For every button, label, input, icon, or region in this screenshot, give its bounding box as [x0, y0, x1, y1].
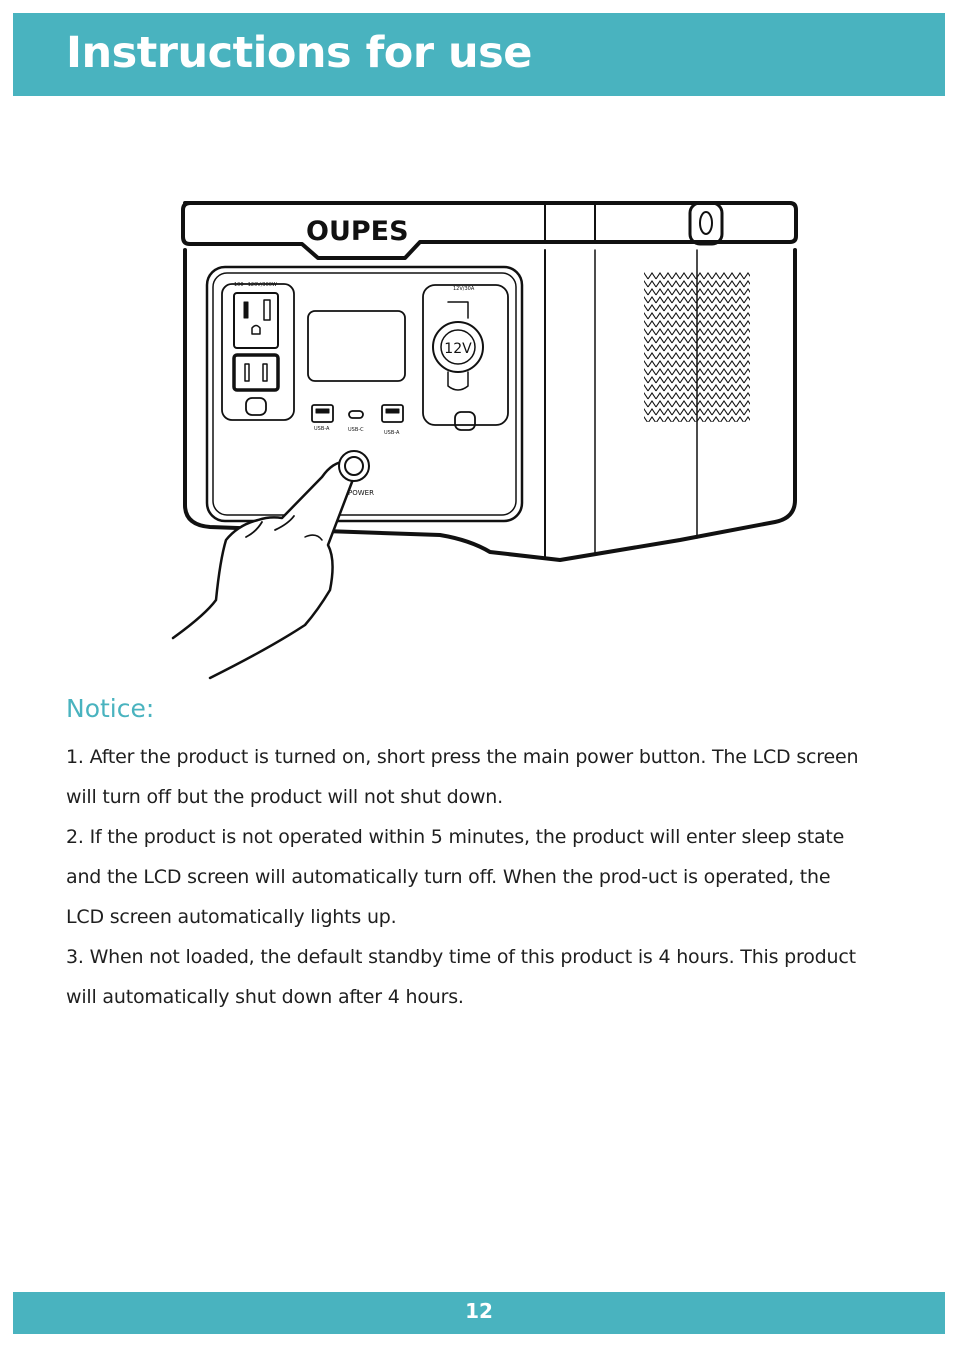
page-number: 12 [465, 1299, 493, 1323]
usb-a-left-label: USB-A [314, 426, 330, 432]
notice-line: 2. If the product is not operated within… [66, 826, 845, 848]
usb-a-right-label: USB-A [384, 430, 400, 436]
notice-heading: Notice: [66, 694, 155, 723]
notice-line: LCD screen automatically lights up. [66, 906, 397, 928]
car-socket-label: 12V [444, 341, 472, 357]
notice-line: 3. When not loaded, the default standby … [66, 946, 856, 968]
power-button-icon [338, 450, 370, 482]
power-station-illustration: OUPES 100~120V/300W 12V/30A 12V USB-A US… [171, 201, 798, 680]
usb-c-label: USB-C [348, 427, 364, 433]
power-label: POWER [348, 489, 374, 497]
notice-line: and the LCD screen will automatically tu… [66, 866, 831, 888]
ac-output-label: 100~120V/300W [234, 282, 277, 288]
footer-bar: 12 [13, 1292, 945, 1334]
notice-line: will turn off but the product will not s… [66, 786, 503, 808]
header-bar: Instructions for use [13, 13, 945, 96]
dc-output-label: 12V/30A [453, 286, 475, 292]
notice-body: 1. After the product is turned on, short… [66, 737, 916, 1017]
notice-line: will automatically shut down after 4 hou… [66, 986, 464, 1008]
notice-line: 1. After the product is turned on, short… [66, 746, 859, 768]
page-title: Instructions for use [66, 28, 532, 78]
brand-logo: OUPES [306, 216, 409, 247]
